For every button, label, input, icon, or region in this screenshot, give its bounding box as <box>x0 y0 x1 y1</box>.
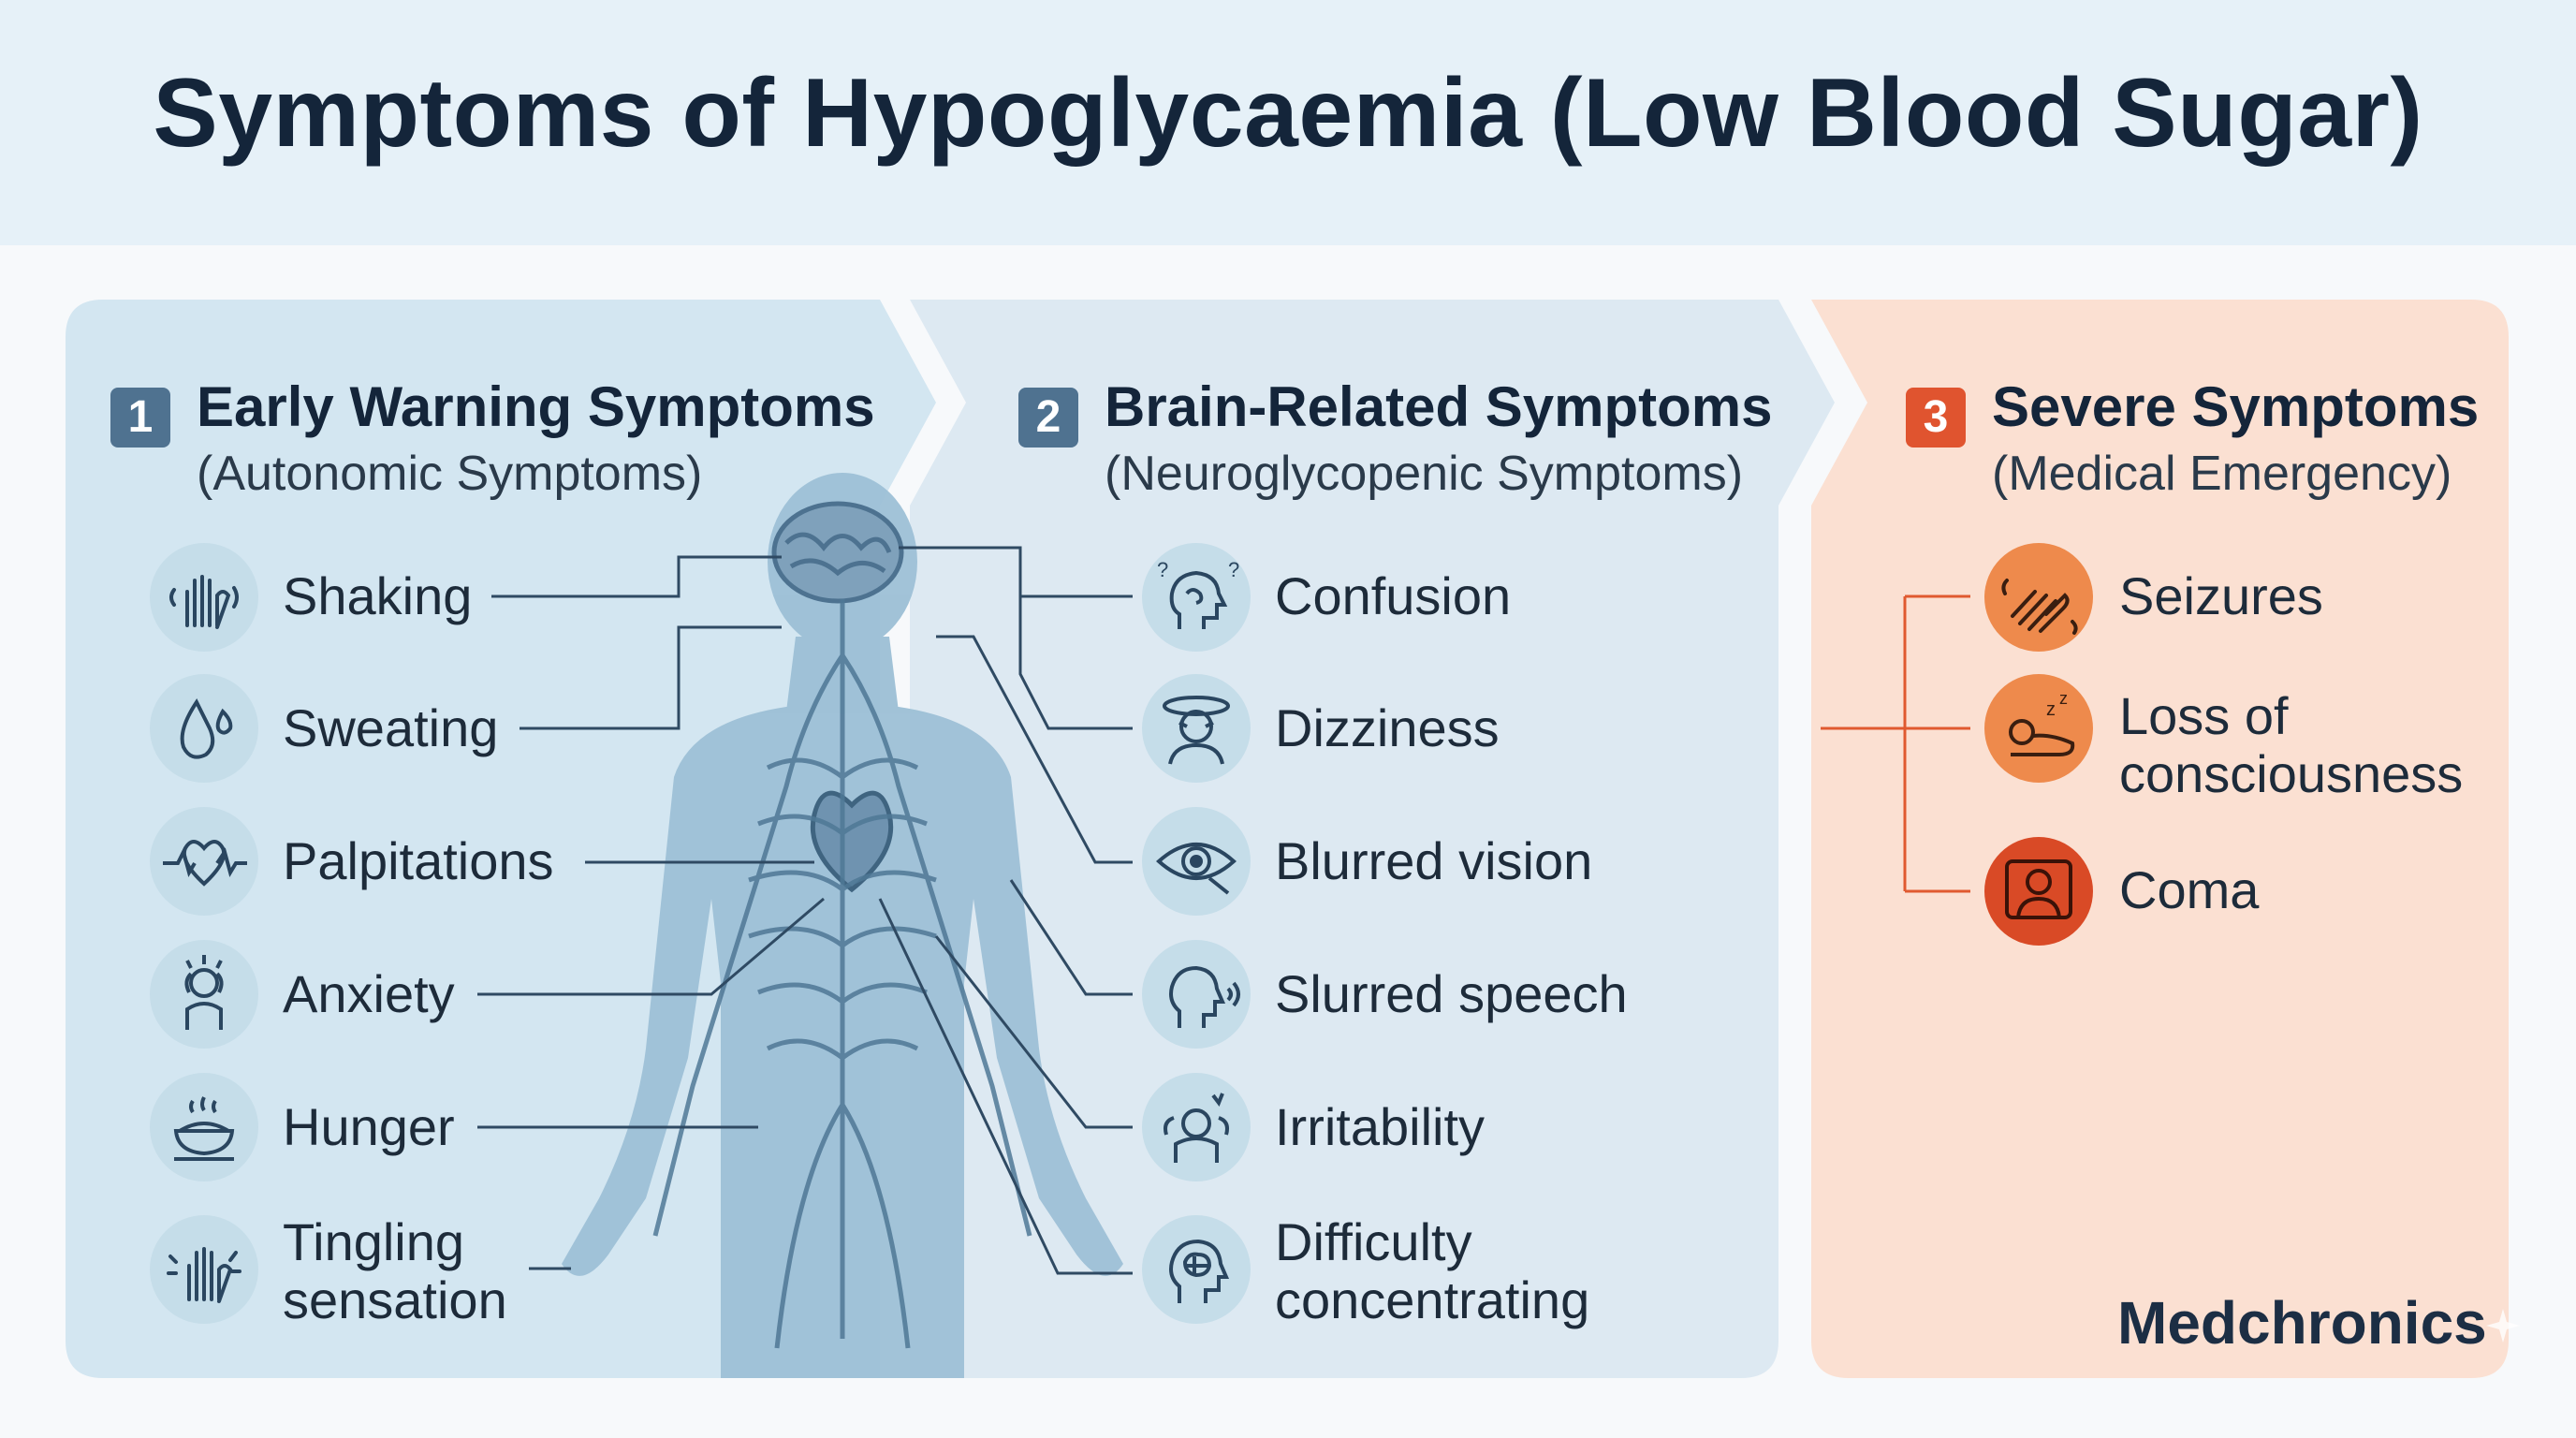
nerve-lines <box>652 599 1032 1349</box>
symptom-label: Dizziness <box>1275 698 1500 757</box>
section-1-number: 1 <box>110 388 170 448</box>
speaking-head-icon <box>1142 940 1251 1049</box>
section-2-number: 2 <box>1018 388 1078 448</box>
symptom-label: Shaking <box>283 566 473 625</box>
coma-person-icon <box>1984 837 2093 946</box>
sweat-drops-icon <box>150 674 258 783</box>
svg-text:z: z <box>2059 689 2068 708</box>
section-3-subheading: (Medical Emergency) <box>1992 447 2452 501</box>
left-connectors <box>477 555 825 1270</box>
symptom-label: Blurred vision <box>1275 831 1593 890</box>
middle-connectors <box>878 546 1133 1275</box>
svg-text:?: ? <box>1157 558 1168 581</box>
brain-head-icon <box>1142 1215 1251 1324</box>
irritated-person-icon <box>1142 1073 1251 1181</box>
brand-logo-text: Medchronics <box>2117 1289 2487 1357</box>
symptom-label: Loss of consciousness <box>2119 686 2464 803</box>
symptom-label: Confusion <box>1275 566 1512 625</box>
symptom-label: Irritability <box>1275 1097 1486 1156</box>
sparkle-icon <box>2486 1309 2520 1343</box>
panel-early-warning <box>66 300 936 1378</box>
symptom-label: Slurred speech <box>1275 964 1628 1023</box>
panel-brain-related <box>910 300 1835 1378</box>
seizure-hand-icon <box>1984 543 2093 652</box>
title-banner <box>0 0 2576 245</box>
brain-graphic <box>771 501 904 604</box>
symptom-label: Hunger <box>283 1097 455 1156</box>
symptom-label: Coma <box>2119 860 2260 919</box>
food-bowl-icon <box>150 1073 258 1181</box>
symptom-label: Difficulty concentrating <box>1275 1212 1590 1329</box>
section-2-heading: Brain-Related Symptoms <box>1105 375 1773 438</box>
page-title: Symptoms of Hypoglycaemia (Low Blood Sug… <box>153 59 2423 168</box>
section-3-heading: Severe Symptoms <box>1992 375 2480 438</box>
section-3-number: 3 <box>1906 388 1966 448</box>
heart-pulse-icon <box>150 807 258 916</box>
tingling-hand-icon <box>150 1215 258 1324</box>
section-1-subheading: (Autonomic Symptoms) <box>197 447 703 501</box>
svg-text:z: z <box>2046 699 2056 720</box>
right-connectors <box>1821 594 1970 893</box>
eye-icon <box>1142 807 1251 916</box>
sleeping-person-icon: z z <box>1984 674 2093 783</box>
dizzy-head-icon <box>1142 674 1251 783</box>
symptom-label: Palpitations <box>283 831 554 890</box>
section-1-heading: Early Warning Symptoms <box>197 375 875 438</box>
anxious-person-icon <box>150 940 258 1049</box>
symptom-label: Seizures <box>2119 566 2323 625</box>
svg-text:?: ? <box>1228 558 1239 581</box>
shaking-hands-icon <box>150 543 258 652</box>
symptom-label: Tingling sensation <box>283 1212 507 1329</box>
panel-severe <box>1811 300 2509 1378</box>
confused-head-icon: ? ? <box>1142 543 1251 652</box>
symptom-label: Anxiety <box>283 964 455 1023</box>
symptom-label: Sweating <box>283 698 499 757</box>
section-2-subheading: (Neuroglycopenic Symptoms) <box>1105 447 1744 501</box>
